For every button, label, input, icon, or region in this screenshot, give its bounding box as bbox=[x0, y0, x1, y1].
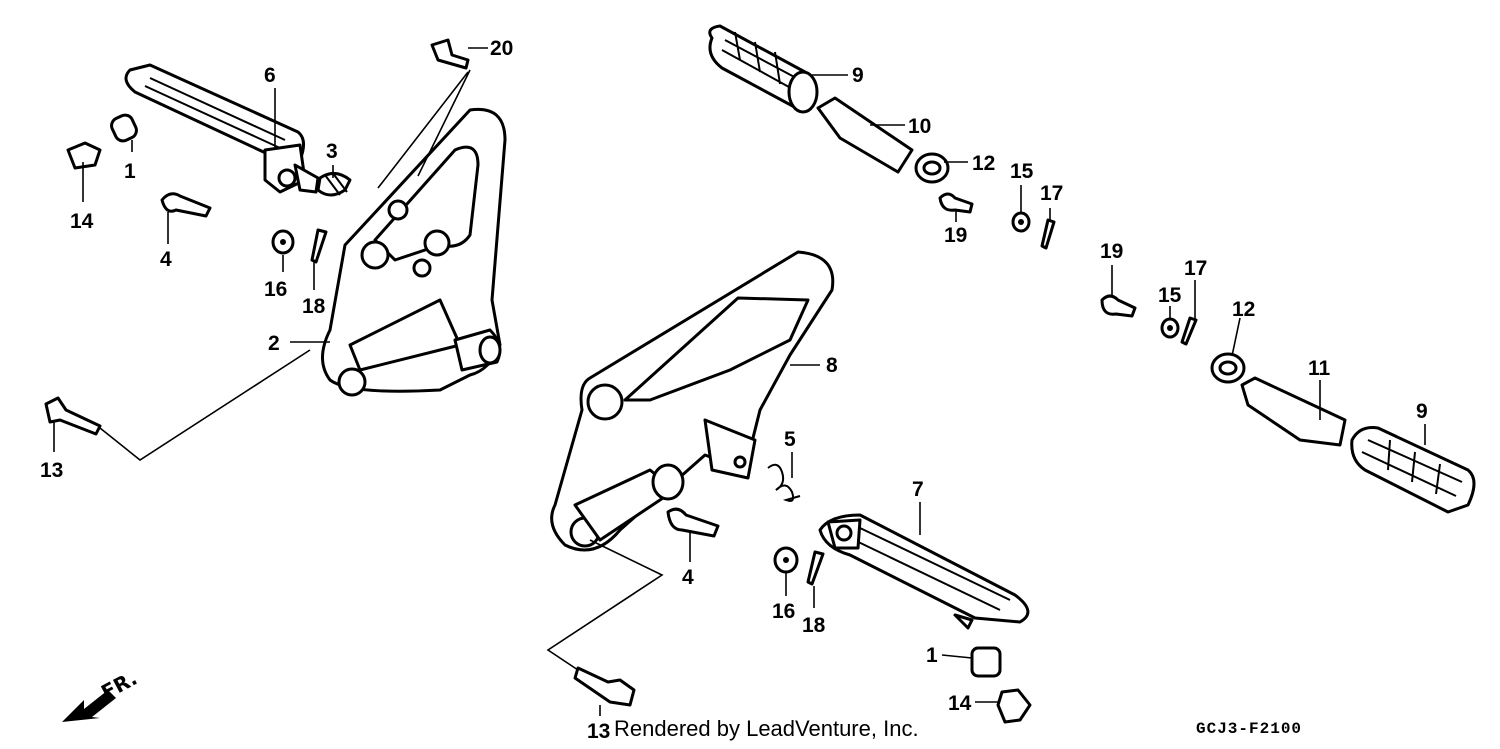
callout-11: 11 bbox=[1308, 357, 1331, 380]
callout-1: 1 bbox=[124, 160, 136, 183]
callout-9: 9 bbox=[852, 64, 864, 87]
callout-20: 20 bbox=[490, 37, 513, 60]
left-step-bar bbox=[124, 63, 320, 194]
center-step-bracket bbox=[550, 250, 835, 552]
lower-passenger-peg bbox=[1100, 294, 1476, 514]
callout-19: 19 bbox=[1100, 240, 1123, 263]
callout-14: 14 bbox=[70, 210, 94, 233]
callout-3: 3 bbox=[326, 140, 338, 163]
center-step-bar bbox=[818, 513, 1030, 630]
upper-passenger-peg bbox=[708, 24, 1056, 250]
callout-4: 4 bbox=[160, 248, 172, 271]
callout-14: 14 bbox=[948, 692, 972, 715]
callout-15: 15 bbox=[1010, 160, 1034, 183]
callout-18: 18 bbox=[802, 614, 826, 637]
callout-10: 10 bbox=[908, 115, 931, 138]
render-credit: Rendered by LeadVenture, Inc. bbox=[614, 716, 919, 741]
callout-12: 12 bbox=[972, 152, 995, 175]
callout-16: 16 bbox=[772, 600, 795, 623]
callout-15: 15 bbox=[1158, 284, 1182, 307]
center-pin-4 bbox=[666, 507, 720, 538]
callout-17: 17 bbox=[1040, 182, 1063, 205]
callout-5: 5 bbox=[784, 428, 796, 451]
front-direction-arrow: FR. bbox=[62, 666, 141, 722]
callout-8: 8 bbox=[826, 354, 838, 377]
callout-18: 18 bbox=[302, 295, 326, 318]
left-step-bracket bbox=[321, 107, 507, 397]
diagram-code: GCJ3-F2100 bbox=[1196, 720, 1303, 738]
callout-17: 17 bbox=[1184, 257, 1207, 280]
callout-numbers: 6 20 1 14 3 4 16 18 2 13 9 10 12 15 17 1… bbox=[40, 37, 1428, 743]
callout-13: 13 bbox=[587, 720, 610, 743]
callout-12: 12 bbox=[1232, 298, 1255, 321]
callout-19: 19 bbox=[944, 224, 967, 247]
callout-6: 6 bbox=[264, 64, 276, 87]
callout-9: 9 bbox=[1416, 400, 1428, 423]
center-small-parts bbox=[573, 546, 1032, 724]
callout-16: 16 bbox=[264, 278, 287, 301]
leader-lines bbox=[53, 47, 1426, 716]
callout-2: 2 bbox=[268, 332, 280, 355]
spring-5 bbox=[767, 463, 801, 502]
callout-1: 1 bbox=[926, 644, 938, 667]
left-small-parts bbox=[44, 38, 470, 436]
callout-13: 13 bbox=[40, 459, 63, 482]
callout-7: 7 bbox=[912, 478, 924, 501]
callout-4: 4 bbox=[682, 566, 694, 589]
